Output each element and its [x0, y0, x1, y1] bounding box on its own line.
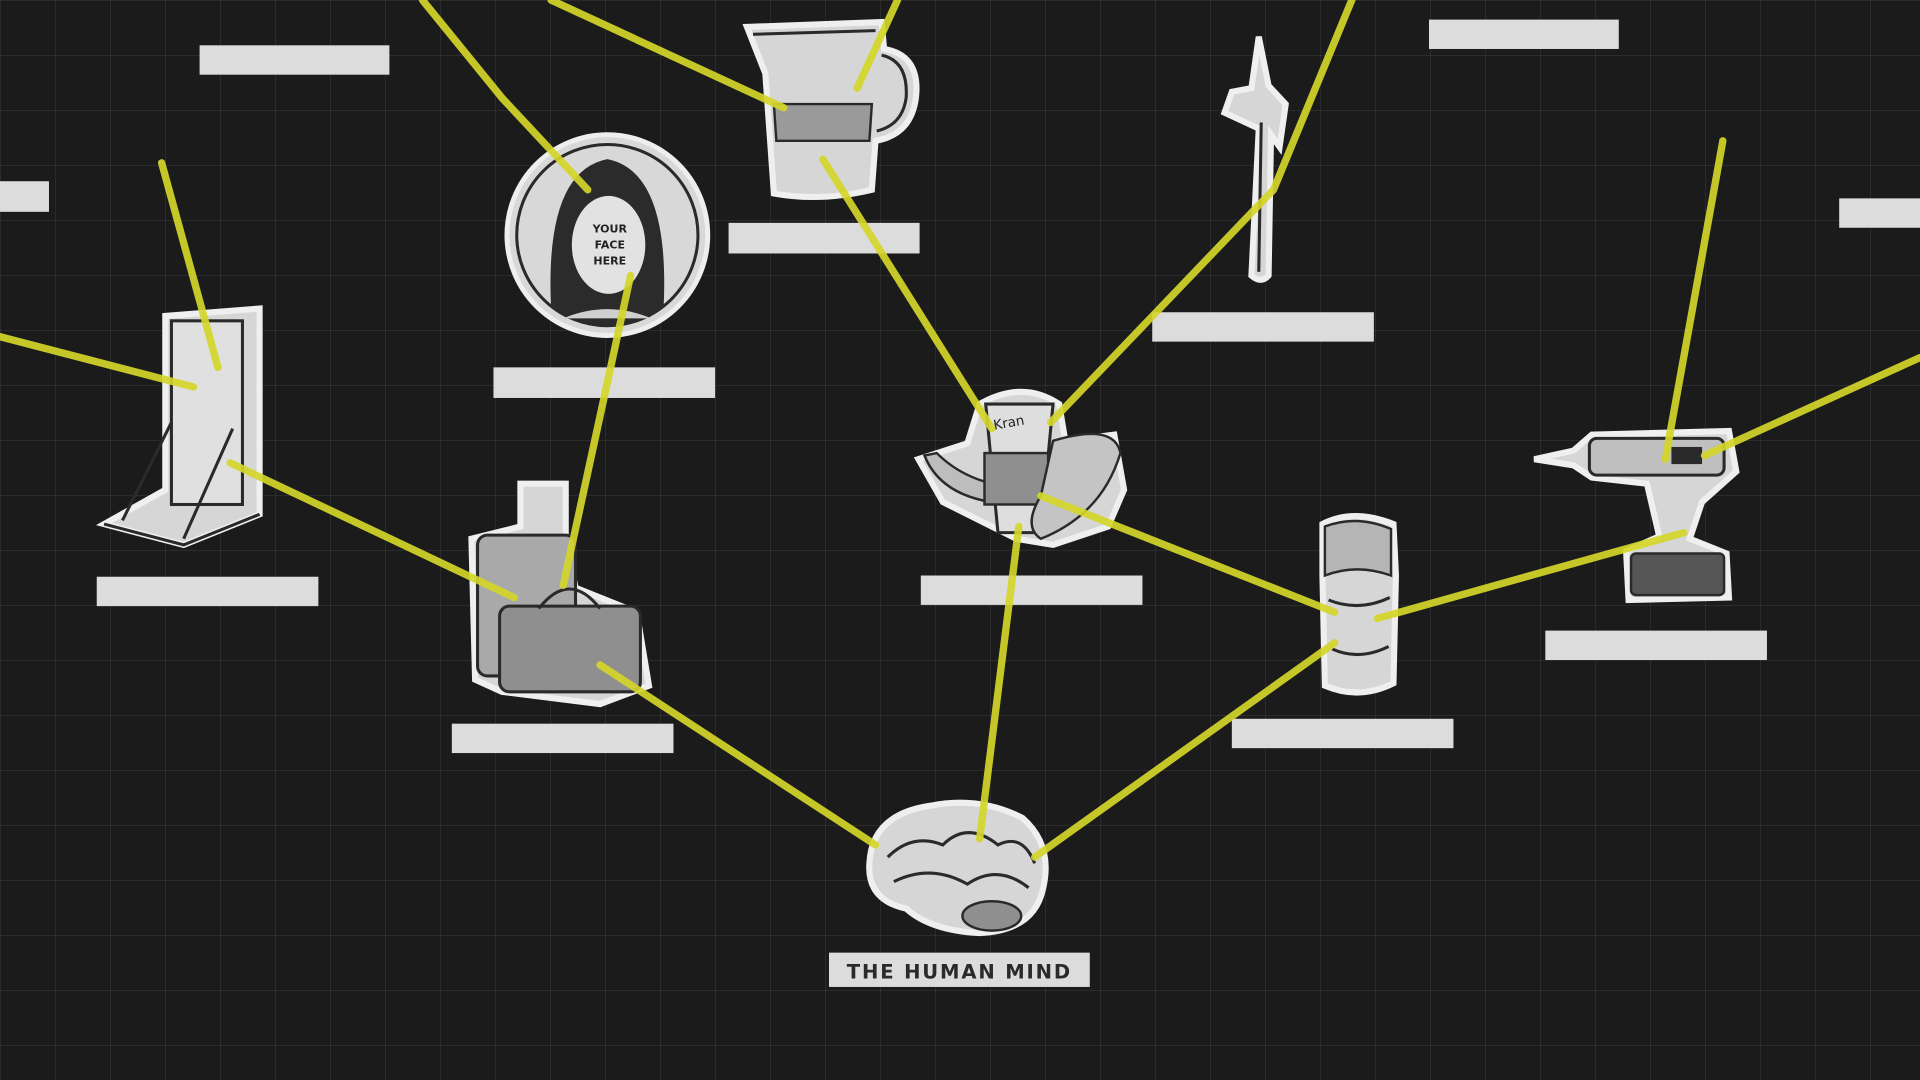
blank-label: [920, 575, 1143, 605]
connector-line: [547, 0, 788, 112]
connector-line: [1700, 353, 1920, 460]
brain-icon: [866, 799, 1049, 937]
face-text: HERE: [593, 254, 626, 267]
connector-line: [0, 333, 198, 391]
blank-label: [1231, 718, 1454, 749]
face-portrait-icon: YOUR FACE HERE: [504, 132, 711, 338]
blank-label: [199, 45, 390, 75]
face-text: FACE: [595, 239, 625, 252]
blank-label: [1152, 312, 1374, 342]
blank-label: [96, 576, 319, 607]
connector-line: [1031, 639, 1339, 861]
connector-line: [418, 0, 592, 194]
connector-line: [596, 661, 880, 849]
connector-line: [853, 0, 902, 92]
connector-line: [1373, 528, 1688, 623]
water-filter-pitcher-icon: [742, 18, 920, 201]
blank-label: [1545, 630, 1767, 660]
connector-line: [226, 459, 518, 602]
connector-line: [819, 155, 996, 433]
cup-name-text: Kran: [992, 414, 1025, 434]
face-text: YOUR: [592, 223, 628, 236]
connector-line: [1046, 0, 1356, 427]
power-drill-icon: [1533, 427, 1740, 604]
blank-label: [1428, 19, 1619, 49]
burrito-icon: [1319, 513, 1399, 696]
connector-lines: [0, 0, 1920, 861]
connector-line: [1037, 492, 1339, 616]
connector-line: [1661, 137, 1727, 463]
connector-line: [157, 159, 222, 372]
blank-label: [728, 222, 920, 254]
blank-label: [0, 181, 49, 212]
coffee-cup-banana-icon: Kran: [913, 388, 1128, 549]
connector-line: [975, 522, 1023, 843]
axe-icon: [1220, 36, 1289, 283]
connector-line: [559, 271, 635, 589]
central-label-text: THE HUMAN MIND: [847, 960, 1072, 983]
blank-label: [451, 723, 674, 754]
guillotine-icon: [95, 305, 263, 549]
blank-labels: [0, 19, 1920, 754]
central-label: THE HUMAN MIND: [828, 952, 1090, 987]
blank-label: [1839, 198, 1920, 228]
